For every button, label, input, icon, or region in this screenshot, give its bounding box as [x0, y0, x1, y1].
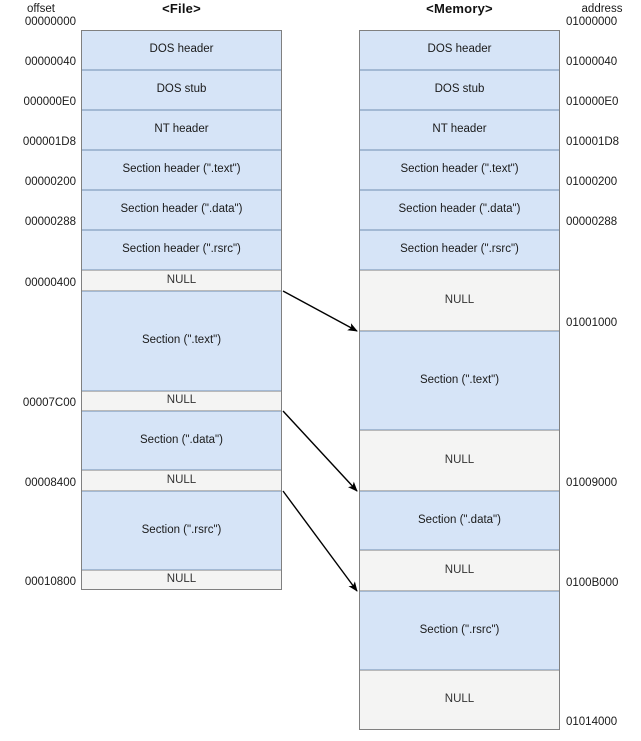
- offset-tick: 00008400: [24, 477, 76, 489]
- memory-block: NULL: [359, 270, 560, 331]
- address-axis-label: address: [581, 3, 623, 15]
- address-tick: 010001D8: [566, 136, 620, 148]
- file-block: Section (".text"): [81, 291, 282, 391]
- rsrc-section-mapping: [282, 490, 358, 592]
- memory-block: NULL: [359, 430, 560, 491]
- file-column-title: <File>: [162, 1, 201, 16]
- block-label: NT header: [432, 123, 487, 136]
- block-label: Section (".text"): [419, 373, 500, 386]
- offset-tick: 00000040: [24, 56, 76, 68]
- address-tick: 01009000: [566, 477, 618, 489]
- offset-tick: 00000000: [24, 16, 76, 28]
- memory-block: DOS stub: [359, 70, 560, 110]
- memory-block: Section (".text"): [359, 331, 560, 430]
- block-label: Section (".data"): [418, 513, 501, 526]
- block-label: NULL: [166, 473, 197, 486]
- data-section-mapping: [282, 410, 358, 492]
- memory-block: NT header: [359, 110, 560, 150]
- block-label: Section header (".text"): [122, 163, 241, 176]
- block-label: NULL: [166, 573, 197, 586]
- block-label: Section header (".text"): [400, 163, 519, 176]
- block-label: Section header (".rsrc"): [400, 243, 519, 256]
- address-tick: 0100B000: [566, 577, 619, 589]
- block-label: DOS stub: [434, 83, 485, 96]
- memory-column-title: <Memory>: [426, 1, 493, 16]
- memory-block: Section header (".text"): [359, 150, 560, 190]
- file-block: NULL: [81, 570, 282, 590]
- block-label: NULL: [166, 394, 197, 407]
- file-block: Section header (".text"): [81, 150, 282, 190]
- block-label: NULL: [444, 693, 475, 706]
- offset-tick: 00000288: [24, 216, 76, 228]
- file-block: Section (".rsrc"): [81, 491, 282, 570]
- block-label: NULL: [444, 293, 475, 306]
- file-block: DOS header: [81, 30, 282, 70]
- file-block: Section (".data"): [81, 411, 282, 470]
- offset-tick: 00010800: [24, 576, 76, 588]
- block-label: Section header (".rsrc"): [122, 243, 241, 256]
- offset-tick: 000000E0: [23, 96, 76, 108]
- text-section-mapping: [282, 290, 358, 332]
- memory-block: DOS header: [359, 30, 560, 70]
- address-tick: 01000040: [566, 56, 618, 68]
- block-label: Section (".data"): [140, 433, 223, 446]
- file-block: Section header (".data"): [81, 190, 282, 230]
- address-tick: 01014000: [566, 716, 618, 728]
- offset-axis-label: offset: [27, 3, 55, 15]
- address-tick: 010000E0: [566, 96, 619, 108]
- block-label: NT header: [154, 123, 209, 136]
- file-block: NULL: [81, 270, 282, 291]
- memory-block: Section (".data"): [359, 491, 560, 550]
- address-tick: 01000000: [566, 16, 618, 28]
- memory-block: NULL: [359, 550, 560, 591]
- memory-block: Section (".rsrc"): [359, 591, 560, 670]
- memory-block: Section header (".rsrc"): [359, 230, 560, 270]
- file-block: DOS stub: [81, 70, 282, 110]
- block-label: NULL: [444, 453, 475, 466]
- memory-block: Section header (".data"): [359, 190, 560, 230]
- address-tick: 01000200: [566, 176, 618, 188]
- file-block: NULL: [81, 391, 282, 411]
- offset-tick: 00007C00: [22, 397, 76, 409]
- offset-tick: 000001D8: [22, 136, 76, 148]
- block-label: Section (".text"): [141, 334, 222, 347]
- block-label: NULL: [444, 563, 475, 576]
- file-block: NULL: [81, 470, 282, 491]
- memory-block: NULL: [359, 670, 560, 730]
- block-label: Section header (".data"): [120, 203, 243, 216]
- block-label: NULL: [166, 273, 197, 286]
- block-label: DOS stub: [156, 83, 207, 96]
- file-block: NT header: [81, 110, 282, 150]
- offset-tick: 00000400: [24, 277, 76, 289]
- address-tick: 00000288: [566, 216, 618, 228]
- file-block: Section header (".rsrc"): [81, 230, 282, 270]
- block-label: Section header (".data"): [398, 203, 521, 216]
- offset-tick: 00000200: [24, 176, 76, 188]
- block-label: Section (".rsrc"): [141, 523, 222, 536]
- block-label: DOS header: [149, 43, 214, 56]
- block-label: Section (".rsrc"): [419, 623, 500, 636]
- block-label: DOS header: [427, 43, 492, 56]
- address-tick: 01001000: [566, 317, 618, 329]
